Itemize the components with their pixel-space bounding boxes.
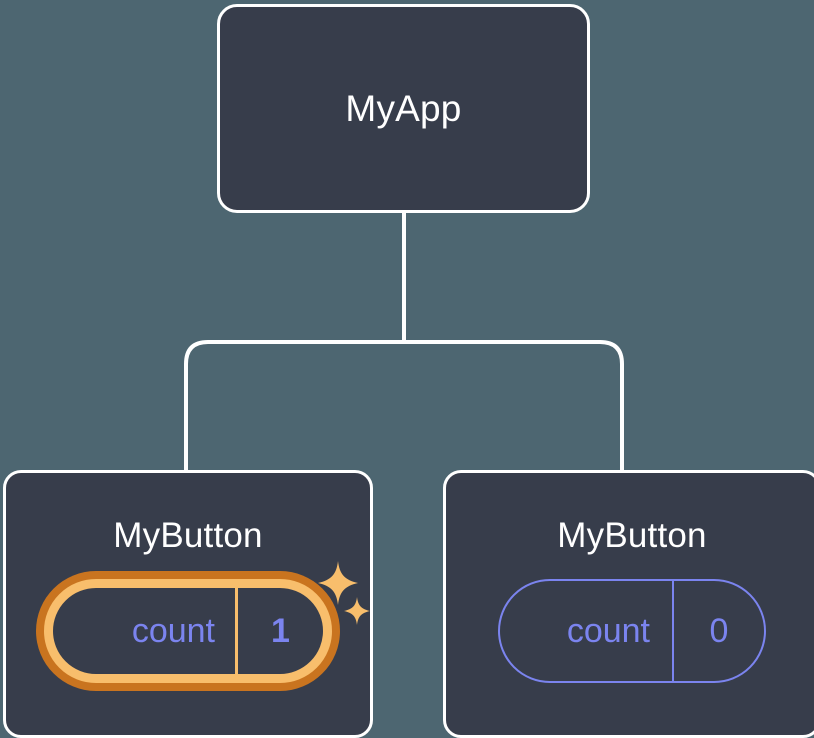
node-title: MyButton [113, 516, 263, 555]
connector-branch-bus [184, 340, 624, 471]
state-value-cell: 0 [672, 581, 764, 681]
state-pill-wrapper: count 1 [44, 561, 370, 683]
state-pill-wrapper: count 0 [498, 579, 766, 683]
state-key-cell: count [500, 581, 672, 681]
state-value-label: 0 [709, 612, 729, 650]
node-title: MyButton [557, 516, 707, 555]
node-title: MyApp [345, 88, 462, 129]
state-value-label: 1 [271, 612, 290, 650]
sparkle-icon-large [318, 561, 358, 605]
node-card-myapp[interactable]: MyApp [217, 4, 590, 213]
state-key-label: count [131, 612, 215, 650]
sparkle-icon-small [344, 597, 370, 625]
node-card-mybutton-left[interactable]: MyButton count 1 [3, 470, 373, 738]
state-value-cell: 1 [235, 588, 323, 674]
node-card-mybutton-right[interactable]: MyButton count 0 [443, 470, 814, 738]
state-pill[interactable]: count 0 [498, 579, 766, 683]
state-pill-highlighted[interactable]: count 1 [44, 579, 332, 683]
state-key-cell: count [53, 588, 235, 674]
state-key-label: count [566, 612, 650, 650]
